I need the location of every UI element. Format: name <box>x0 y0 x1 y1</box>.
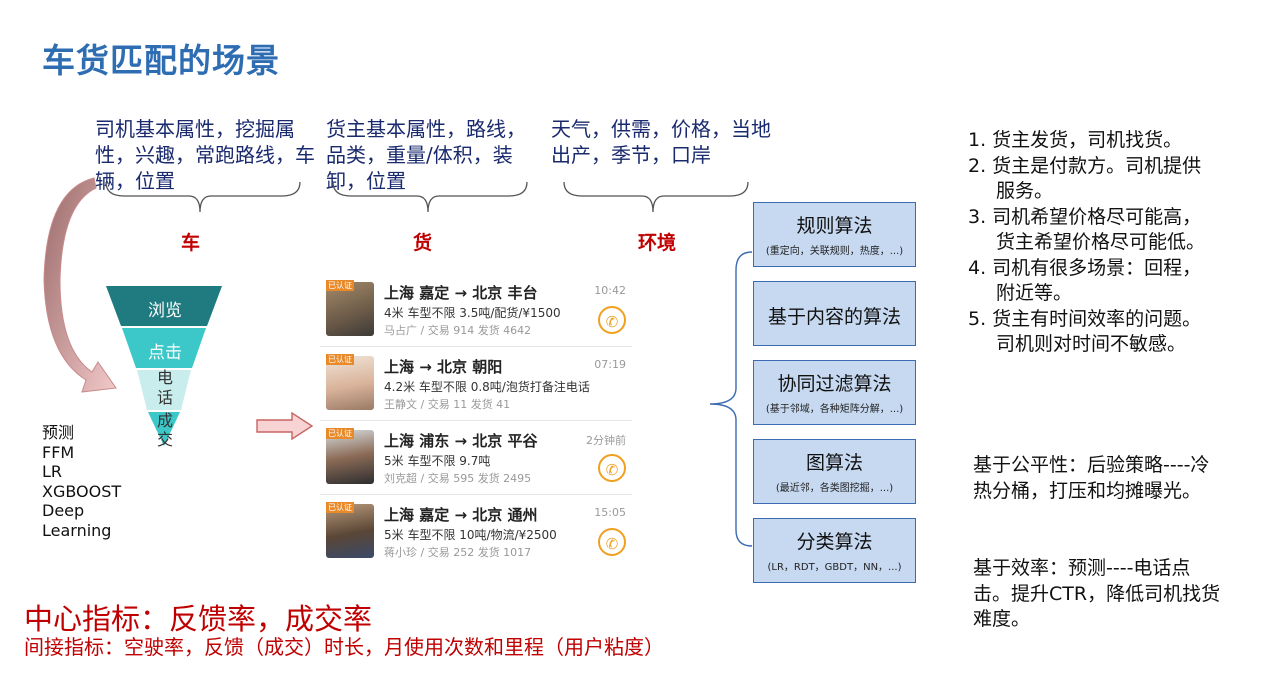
curved-arrow-icon <box>43 177 117 393</box>
time-text: 2分钟前 <box>586 434 626 447</box>
efficiency-note: 基于效率：预测----电话点击。提升CTR，降低司机找货难度。 <box>973 557 1221 630</box>
route-text: 上海 → 北京 朝阳 <box>384 358 503 376</box>
category-cargo: 货 <box>413 232 433 254</box>
spec-text: 5米 车型不限 9.7吨 <box>384 454 491 468</box>
model-list: 预测 FFM LR XGBOOST Deep Learning <box>42 423 121 540</box>
cargo-card[interactable]: 已认证 上海 → 北京 朝阳 4.2米 车型不限 0.8吨/泡货打备注电话 王静… <box>320 348 632 421</box>
funnel-browse: 浏览 <box>148 301 182 321</box>
algo-name: 分类算法 <box>796 531 873 553</box>
core-metric: 中心指标：反馈率，成交率 <box>24 602 373 636</box>
page-title: 车货匹配的场景 <box>42 41 280 80</box>
algo-classification: 分类算法 (LR，RDT，GBDT，NN，...) <box>753 518 916 583</box>
algo-desc: (最近邻，各类图挖掘，...) <box>775 483 894 494</box>
verified-badge: 已认证 <box>326 502 354 513</box>
note-item: 5. 货主有时间效率的问题。司机则对时间不敏感。 <box>968 307 1202 356</box>
algo-desc: (重定向，关联规则，热度，...) <box>765 246 904 257</box>
environment-attributes: 天气，供需，价格，当地出产，季节，口岸 <box>551 117 771 167</box>
cargo-card[interactable]: 已认证 上海 嘉定 → 北京 通州 5米 车型不限 10吨/物流/¥2500 蒋… <box>320 496 632 568</box>
driver-brace <box>105 181 301 213</box>
phone-icon[interactable]: ✆ <box>598 306 626 334</box>
algo-name: 图算法 <box>805 452 863 474</box>
notes-list: 1. 货主发货，司机找货。 2. 货主是付款方。司机提供服务。 3. 司机希望价… <box>968 128 1218 358</box>
category-environment: 环境 <box>638 232 677 254</box>
note-item: 4. 司机有很多场景：回程，附近等。 <box>968 256 1202 305</box>
fairness-note: 基于公平性：后验策略----冷热分桶，打压和均摊曝光。 <box>973 454 1210 502</box>
indirect-metric: 间接指标：空驶率，反馈（成交）时长，月使用次数和里程（用户粘度） <box>24 635 664 659</box>
avatar <box>326 356 374 410</box>
note-item: 3. 司机希望价格尽可能高，货主希望价格尽可能低。 <box>968 205 1206 254</box>
note-item: 2. 货主是付款方。司机提供服务。 <box>968 154 1202 203</box>
spec-text: 5米 车型不限 10吨/物流/¥2500 <box>384 528 557 542</box>
model-item: FFM <box>42 442 75 462</box>
funnel-click: 点击 <box>148 343 182 363</box>
shipper-text: 马占广 / 交易 914 发货 4642 <box>384 324 532 337</box>
spec-text: 4.2米 车型不限 0.8吨/泡货打备注电话 <box>384 380 590 394</box>
driver-attributes: 司机基本属性，挖掘属性，兴趣，常跑路线，车辆，位置 <box>95 117 315 193</box>
avatar <box>326 504 374 558</box>
cargo-card[interactable]: 已认证 上海 嘉定 → 北京 丰台 4米 车型不限 3.5吨/配货/¥1500 … <box>320 274 632 347</box>
time-text: 07:19 <box>594 358 626 371</box>
algo-name: 规则算法 <box>796 215 873 237</box>
route-text: 上海 浦东 → 北京 平谷 <box>384 432 538 450</box>
shipper-text: 王静文 / 交易 11 发货 41 <box>384 398 511 411</box>
environment-brace <box>563 181 749 213</box>
avatar <box>326 282 374 336</box>
phone-icon[interactable]: ✆ <box>598 528 626 556</box>
category-driver: 车 <box>181 232 201 254</box>
algorithm-brace <box>709 251 753 547</box>
algo-name: 协同过滤算法 <box>777 373 892 395</box>
algo-rule: 规则算法 (重定向，关联规则，热度，...) <box>753 202 916 267</box>
conversion-funnel <box>106 286 222 446</box>
time-text: 15:05 <box>594 506 626 519</box>
right-arrow-icon <box>256 412 314 440</box>
algo-collaborative-filtering: 协同过滤算法 (基于邻域，各种矩阵分解，...) <box>753 360 916 425</box>
model-item: Learning <box>42 520 112 540</box>
cargo-attributes: 货主基本属性，路线，品类，重量/体积，装卸，位置 <box>326 117 526 193</box>
verified-badge: 已认证 <box>326 280 354 291</box>
model-item: LR <box>42 462 63 481</box>
algo-desc: (基于邻域，各种矩阵分解，...) <box>765 404 904 415</box>
funnel-deal: 成交 <box>156 411 173 449</box>
spec-text: 4米 车型不限 3.5吨/配货/¥1500 <box>384 306 561 320</box>
algo-content-based: 基于内容的算法 <box>753 281 916 346</box>
time-text: 10:42 <box>594 284 626 297</box>
verified-badge: 已认证 <box>326 428 354 439</box>
model-item: 预测 <box>42 423 75 442</box>
route-text: 上海 嘉定 → 北京 丰台 <box>384 284 538 302</box>
verified-badge: 已认证 <box>326 354 354 365</box>
funnel-call: 电话 <box>156 368 173 407</box>
route-text: 上海 嘉定 → 北京 通州 <box>384 506 538 524</box>
cargo-card[interactable]: 已认证 上海 浦东 → 北京 平谷 5米 车型不限 9.7吨 刘克超 / 交易 … <box>320 422 632 495</box>
model-item: Deep <box>42 501 85 520</box>
algo-name: 基于内容的算法 <box>767 306 901 328</box>
shipper-text: 刘克超 / 交易 595 发货 2495 <box>384 472 532 485</box>
note-item: 1. 货主发货，司机找货。 <box>968 129 1183 151</box>
shipper-text: 蒋小珍 / 交易 252 发货 1017 <box>384 546 532 559</box>
phone-icon[interactable]: ✆ <box>598 454 626 482</box>
algo-graph: 图算法 (最近邻，各类图挖掘，...) <box>753 439 916 504</box>
avatar <box>326 430 374 484</box>
algo-desc: (LR，RDT，GBDT，NN，...) <box>767 562 902 573</box>
model-item: XGBOOST <box>42 481 122 501</box>
cargo-brace <box>332 181 528 213</box>
cargo-app-list: 已认证 上海 嘉定 → 北京 丰台 4米 车型不限 3.5吨/配货/¥1500 … <box>320 272 632 568</box>
